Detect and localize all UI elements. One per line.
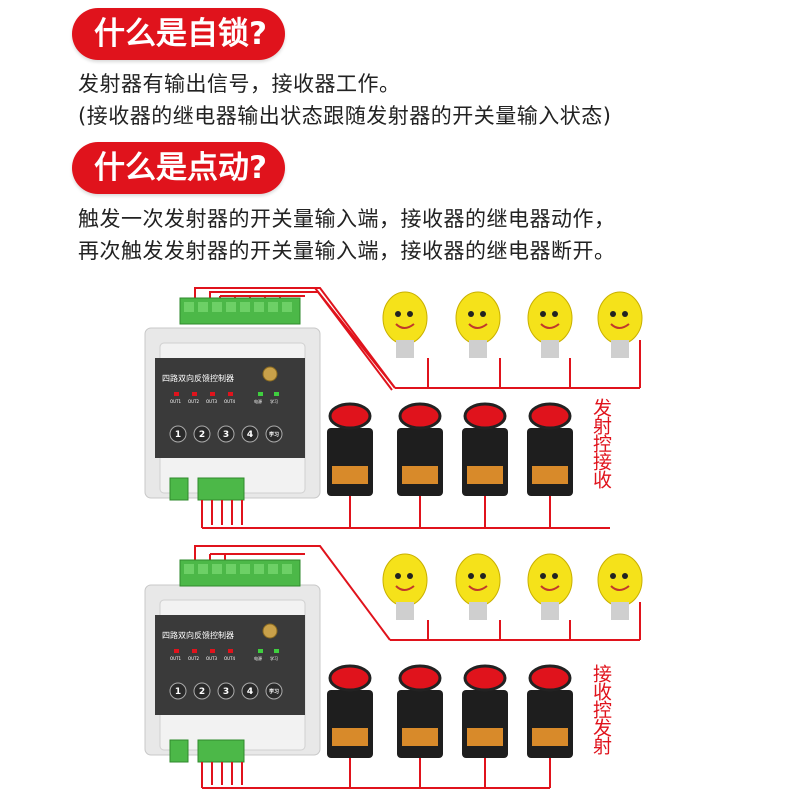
control-panel [155,358,305,458]
push-buttons [327,664,573,758]
bulb-icon [527,553,573,620]
button-4: 4 [247,687,253,697]
input-terminal-block [197,739,245,763]
wiring-diagram-top-svg: 四路双向反馈控制器 OUT1 OUT2 OUT3 OUT4 电源 学习 1 2 … [144,287,643,529]
bulb-icon [382,553,428,620]
wiring-diagram-bottom: 四路双向反馈控制器 OUT1 OUT2 OUT3 OUT4 电源 学习 1 2 … [140,540,660,798]
input-terminal-block [197,477,245,501]
bottom-side-label: 接收控发射 [590,664,612,754]
antenna-connector-icon [262,623,278,639]
bulb-wires [194,545,641,641]
output-leds [174,392,279,396]
button-1: 1 [175,430,181,440]
antenna-connector-icon [262,366,278,382]
jog-line-1: 触发一次发射器的开关量输入端，接收器的继电器动作， [78,207,616,231]
button-2: 2 [199,430,205,440]
module-name: 四路双向反馈控制器 [162,630,234,640]
jog-line-2: 再次触发发射器的开关量输入端，接收器的继电器断开。 [78,239,616,263]
learn-button: 学习 [269,688,279,695]
control-panel [155,615,305,715]
out4-label: OUT4 [224,656,236,661]
self-lock-line-2: (接收器的继电器输出状态跟随发射器的开关量输入状态) [78,104,612,128]
power-terminal [169,477,189,501]
button-2: 2 [199,687,205,697]
bulbs [382,553,643,620]
push-button-icon [327,664,373,758]
button-3: 3 [223,430,229,440]
out1-label: OUT1 [170,656,182,661]
bulb-icon [597,291,643,358]
wiring-diagram-bottom-svg: 四路双向反馈控制器 OUT1 OUT2 OUT3 OUT4 电源 学习 1 2 … [144,545,643,789]
out2-label: OUT2 [188,656,200,661]
module-name: 四路双向反馈控制器 [162,373,234,383]
bulb-icon [455,291,501,358]
bulb-icon [382,291,428,358]
button-4: 4 [247,430,253,440]
out2-label: OUT2 [188,399,200,404]
learn-indicator-label: 学习 [270,398,278,404]
bulb-icon [527,291,573,358]
power-label: 电源 [254,398,262,404]
push-button-icon [462,664,508,758]
button-1: 1 [175,687,181,697]
learn-button: 学习 [269,431,279,438]
power-terminal [169,739,189,763]
self-lock-line-1: 发射器有输出信号，接收器工作。 [78,72,401,96]
out1-label: OUT1 [170,399,182,404]
bulb-icon [455,553,501,620]
output-leds [174,649,279,653]
wiring-diagram-top: 四路双向反馈控制器 OUT1 OUT2 OUT3 OUT4 电源 学习 1 2 … [140,278,660,538]
out3-label: OUT3 [206,656,218,661]
push-button-icon [397,664,443,758]
push-buttons [327,402,573,496]
bulbs [382,291,643,358]
bulb-icon [597,553,643,620]
push-button-icon [327,402,373,496]
self-lock-heading: 什么是自锁? [72,8,285,60]
button-3: 3 [223,687,229,697]
learn-indicator-label: 学习 [270,655,278,661]
jog-heading: 什么是点动? [72,142,285,194]
top-side-label: 发射控接收 [590,398,612,488]
push-button-icon [527,402,573,496]
push-button-icon [397,402,443,496]
push-button-icon [527,664,573,758]
out4-label: OUT4 [224,399,236,404]
push-button-icon [462,402,508,496]
out3-label: OUT3 [206,399,218,404]
power-label: 电源 [254,655,262,661]
